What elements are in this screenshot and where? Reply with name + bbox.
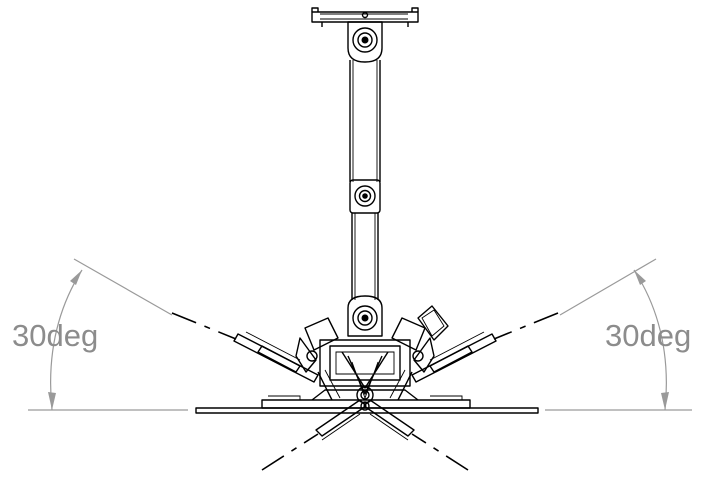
right-angle-arc [633,269,667,411]
ceiling-plate [311,7,419,27]
top-pivot-knuckle [347,21,383,63]
ceiling-mount-assembly [171,7,559,471]
left-tilt-extension [73,258,173,316]
plate-right-tilt-position [411,312,559,383]
left-arrowhead-top [70,270,82,285]
tilt-lock-knob [417,305,449,341]
plate-down-tilt-left [261,399,367,471]
right-angle-dimension: 30deg [545,258,692,411]
tilt-gimbal-head [295,317,435,401]
right-arrowhead-top [634,270,646,285]
extension-pole [349,60,381,300]
left-angle-label: 30deg [12,318,98,353]
plate-level-position [195,389,539,414]
height-adjust-clamp [349,179,381,214]
right-arrowhead-bottom [661,392,669,410]
plate-left-tilt-position [171,312,319,383]
left-angle-arc [50,269,83,411]
left-arrowhead-bottom [48,392,56,410]
center-ball-joint [356,386,374,411]
right-angle-label: 30deg [605,318,691,353]
plate-down-tilt-right [363,399,469,471]
left-angle-dimension: 30deg [12,258,188,411]
lower-pivot-knuckle [347,295,383,337]
right-tilt-extension [559,258,657,316]
